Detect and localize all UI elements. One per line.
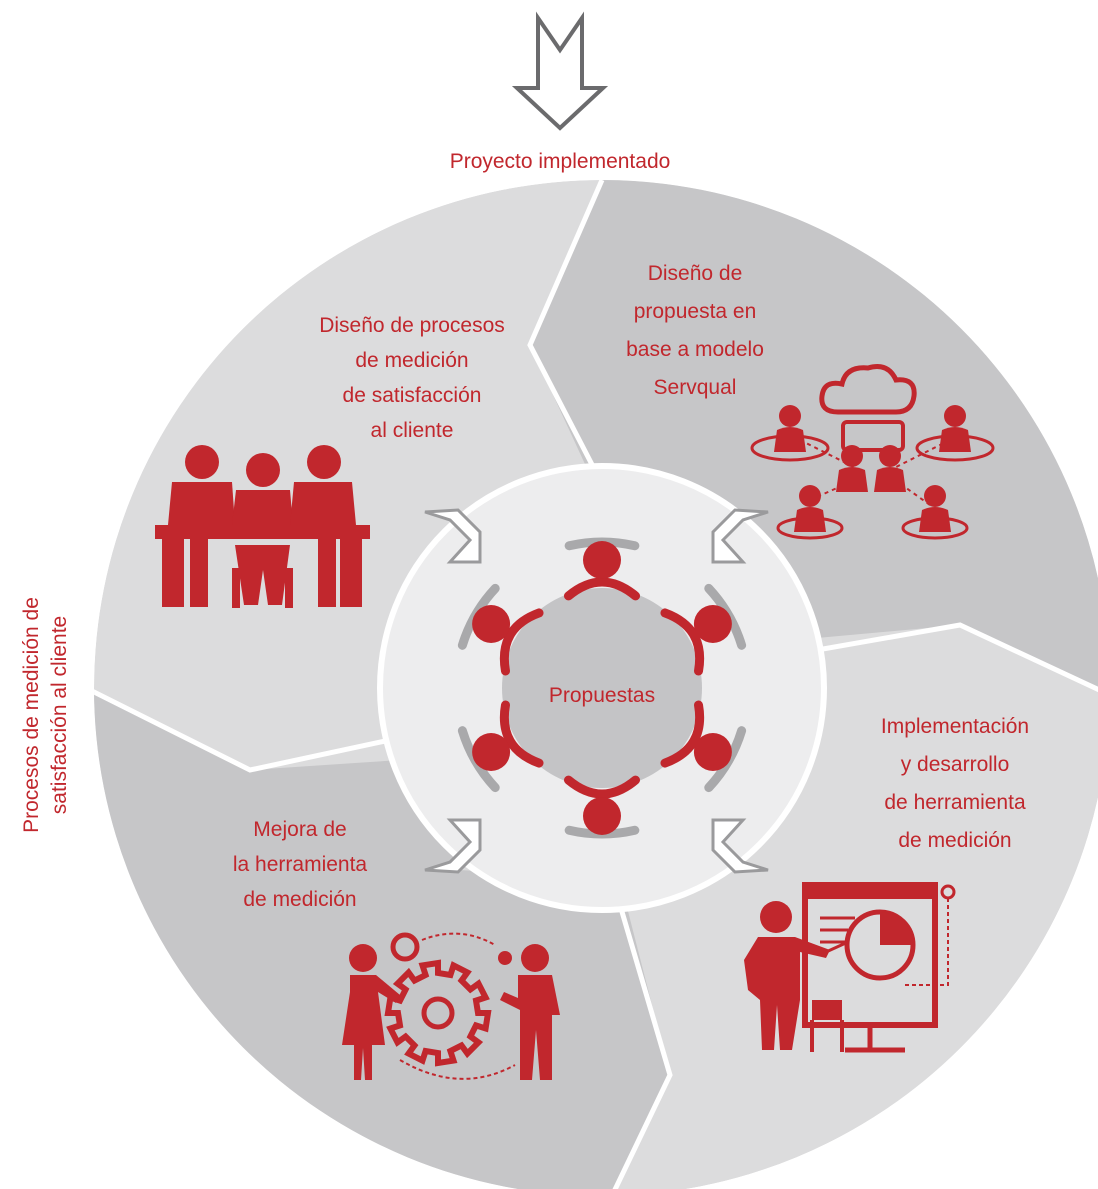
segment-label-top-right: Diseño de propuesta en base a modelo Ser…: [626, 262, 764, 399]
inward-arrow-top-left: [424, 508, 482, 564]
side-label-line-1: Procesos de medición de: [20, 597, 43, 833]
table-person-icon: [457, 583, 544, 676]
label-line: Diseño de procesos: [319, 314, 505, 337]
center-label: Propuestas: [549, 684, 655, 707]
down-arrow-icon: [511, 11, 609, 131]
hub-disc: [502, 588, 702, 788]
label-line: de herramienta: [884, 791, 1026, 814]
label-line: la herramienta: [233, 853, 368, 876]
table-person-icon: [563, 775, 641, 839]
label-line: de satisfacción: [343, 384, 482, 407]
gear-collaboration-icon: [342, 932, 560, 1080]
label-line: Servqual: [654, 376, 737, 399]
presenter-board-icon: [744, 882, 956, 1053]
table-person-icon: [563, 537, 641, 601]
table-person-icon: [660, 583, 747, 676]
label-line: de medición: [243, 888, 356, 911]
side-label-line-2: satisfacción al cliente: [48, 616, 71, 814]
segment-label-top-left: Diseño de procesos de medición de satisf…: [319, 314, 505, 442]
label-line: al cliente: [371, 419, 454, 442]
team-meeting-table-icon: [155, 445, 370, 608]
label-line: de medición: [355, 349, 468, 372]
segment-label-bottom-right: Implementación y desarrollo de herramien…: [881, 715, 1029, 852]
gear-icon: [384, 959, 492, 1067]
inward-arrow-bottom-left: [424, 818, 482, 874]
label-line: propuesta en: [634, 300, 757, 323]
round-table-people-icon: [457, 537, 747, 839]
label-line: Implementación: [881, 715, 1029, 738]
label-line: y desarrollo: [901, 753, 1010, 776]
label-line: Mejora de: [253, 818, 346, 841]
label-line: base a modelo: [626, 338, 764, 361]
segment-label-bottom-left: Mejora de la herramienta de medición: [233, 818, 368, 911]
inward-arrow-top-right: [711, 508, 769, 564]
inward-arrow-bottom-right: [711, 818, 769, 874]
table-person-icon: [457, 700, 544, 793]
top-label: Proyecto implementado: [450, 150, 671, 173]
label-line: de medición: [898, 829, 1011, 852]
label-line: Diseño de: [648, 262, 743, 285]
table-person-icon: [660, 700, 747, 793]
cloud-network-people-icon: [750, 364, 995, 540]
